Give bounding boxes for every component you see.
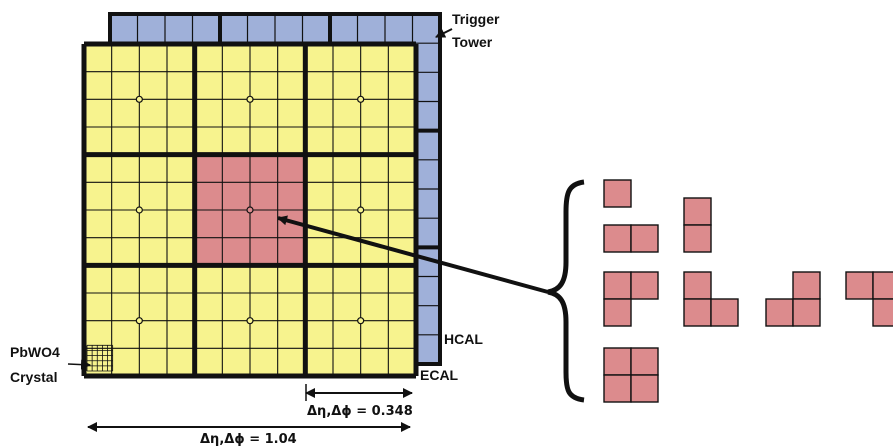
crystal-label-line2: Crystal: [10, 369, 57, 385]
trigger-tower-pointer: [435, 28, 453, 38]
crystal-pointer: [67, 359, 91, 370]
pattern-L-shape-c: [765, 271, 821, 327]
pattern-L-shape-a: [603, 271, 659, 327]
tower-center-dot: [135, 95, 143, 103]
tower-center-dot: [357, 206, 365, 214]
trigger-tower-label-line2: Tower: [452, 34, 493, 50]
tower-center-dot: [246, 95, 254, 103]
pattern-cell: [683, 271, 712, 300]
ecal-trigger-tower: [194, 44, 306, 155]
large-dimension-label: Δη,Δϕ = 1.04: [200, 432, 297, 447]
pattern-cell: [845, 271, 874, 300]
pattern-pointer-arrow: [277, 215, 549, 294]
tower-center-dot: [135, 317, 143, 325]
pattern-cell: [710, 298, 739, 327]
pattern-cell: [603, 179, 632, 208]
crystal-label-line1: PbWO4: [10, 344, 60, 360]
pattern-cell: [683, 197, 712, 226]
trigger-patterns: [603, 179, 893, 403]
pattern-cell: [603, 224, 632, 253]
highlighted-trigger-tower: [194, 154, 306, 266]
ecal-trigger-tower: [305, 265, 416, 376]
tower-center-dot: [135, 206, 143, 214]
pattern-L-shape-b: [683, 271, 739, 327]
pattern-cell: [630, 271, 659, 300]
pattern-cell: [765, 298, 794, 327]
pattern-cell: [630, 224, 659, 253]
pattern-cell: [872, 298, 893, 327]
ecal-label: ECAL: [420, 367, 459, 383]
pattern-cell: [630, 347, 659, 376]
small-dimension-label: Δη,Δϕ = 0.348: [307, 404, 413, 419]
tower-center-dot: [246, 317, 254, 325]
pattern-cell: [683, 298, 712, 327]
ecal-trigger-tower: [194, 265, 306, 376]
hcal-label: HCAL: [444, 331, 483, 347]
pattern-cell: [603, 374, 632, 403]
pattern-cell: [792, 298, 821, 327]
pattern-L-shape-d: [845, 271, 893, 327]
trigger-tower-label-line1: Trigger: [452, 11, 500, 27]
pattern-single: [603, 179, 632, 208]
pattern-cell: [792, 271, 821, 300]
pattern-cell: [683, 224, 712, 253]
ecal-trigger-tower: [84, 154, 195, 266]
pattern-cell: [872, 271, 893, 300]
pattern-square: [603, 347, 659, 403]
pattern-vertical-pair: [683, 197, 712, 253]
ecal-trigger-tower: [84, 265, 195, 376]
pattern-brace: [547, 179, 585, 403]
tower-center-dot: [357, 317, 365, 325]
tower-center-dot: [357, 95, 365, 103]
pattern-cell: [603, 347, 632, 376]
ecal-trigger-tower: [84, 44, 195, 155]
ecal-trigger-tower: [305, 154, 416, 266]
tower-center-dot: [246, 206, 254, 214]
pattern-cell: [603, 271, 632, 300]
pattern-cell: [630, 374, 659, 403]
pattern-cell: [603, 298, 632, 327]
ecal-layer: [81, 41, 419, 379]
pbwo4-crystal-grid: [86, 344, 114, 372]
ecal-trigger-tower: [305, 44, 416, 155]
pattern-horizontal-pair: [603, 224, 659, 253]
